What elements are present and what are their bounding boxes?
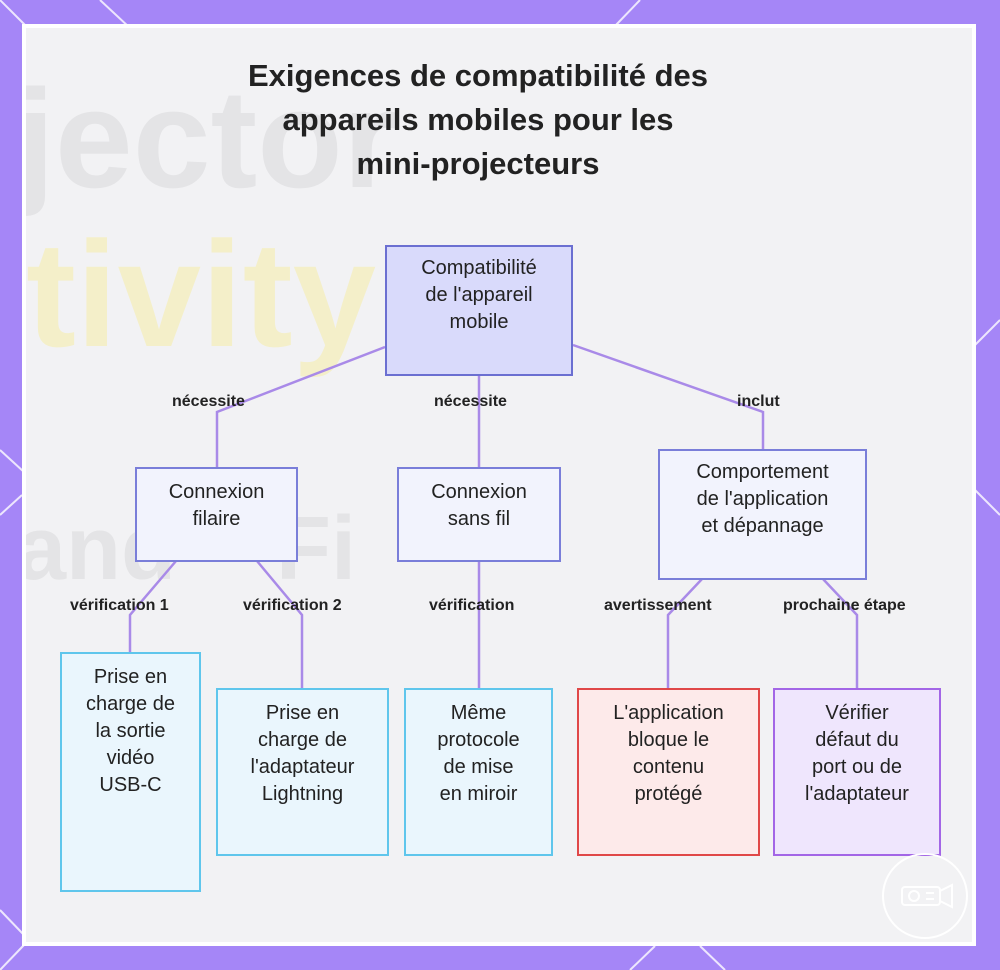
- node-wireless-connection: Connexion sans fil: [397, 467, 561, 562]
- edge-label-wireless-mirror: vérification: [429, 597, 515, 614]
- edge-root-wired: [215, 345, 386, 468]
- node-lightning-adapter: Prise en charge de l'adaptateur Lightnin…: [216, 688, 389, 856]
- edge-label-root-wireless: nécessite: [434, 393, 507, 410]
- edge-label-root-app: inclut: [737, 393, 780, 410]
- edge-wired-usbc: [128, 560, 177, 653]
- edge-label-app-check: prochaine étape: [783, 597, 906, 614]
- edge-label-app-blocks: avertissement: [604, 597, 712, 614]
- node-app-blocks-content: L'application bloque le contenu protégé: [577, 688, 760, 856]
- node-mobile-compatibility: Compatibilité de l'appareil mobile: [385, 245, 573, 376]
- edge-label-root-wired: nécessite: [172, 393, 245, 410]
- diagram-title: Exigences de compatibilité des appareils…: [248, 58, 708, 181]
- edge-app-blocks: [666, 578, 703, 689]
- edge-label-wired-usbc: vérification 1: [70, 597, 169, 614]
- edge-wired-lightning: [256, 560, 304, 689]
- node-usbc-output: Prise en charge de la sortie vidéo USB-C: [60, 652, 201, 892]
- projector-icon: [882, 853, 968, 939]
- node-mirroring-protocol: Même protocole de mise en miroir: [404, 688, 553, 856]
- node-app-behavior: Comportement de l'application et dépanna…: [658, 449, 867, 580]
- edge-app-check: [822, 578, 859, 689]
- node-check-port-adapter: Vérifier défaut du port ou de l'adaptate…: [773, 688, 941, 856]
- edge-root-app: [572, 343, 765, 450]
- node-wired-connection: Connexion filaire: [135, 467, 298, 562]
- edge-label-wired-lightning: vérification 2: [243, 597, 342, 614]
